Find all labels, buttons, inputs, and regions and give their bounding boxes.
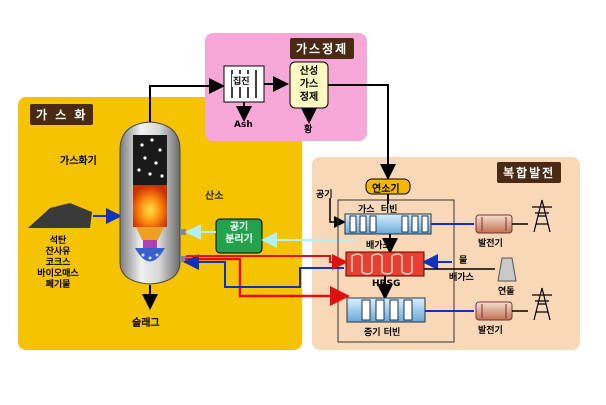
- ash-label: Ash: [234, 120, 253, 130]
- exhaust-gas-label: 배가스: [366, 241, 391, 251]
- gasifier-label: 가스화기: [60, 156, 97, 167]
- oxygen-label: 산소: [205, 191, 224, 202]
- hrsg-icon: [345, 251, 425, 277]
- gasification-title: 가 스 화: [30, 104, 94, 125]
- feedstock-biomass: 바이오매스: [37, 269, 79, 279]
- air-input-label: 공기: [316, 190, 333, 200]
- air-separation-line2: 분리기: [225, 234, 253, 245]
- air-separation-line1: 공기: [229, 222, 249, 233]
- stack-label: 연돌: [498, 287, 515, 297]
- gas-turbine-label: 가스 터빈: [358, 205, 398, 215]
- hrsg-label: HRSG: [372, 279, 401, 289]
- gas-turbine-icon: [344, 213, 432, 235]
- feedstock-waste: 폐기물: [45, 280, 71, 290]
- generator-icon: [475, 214, 513, 234]
- air-separation-unit: 공기 분리기: [216, 222, 262, 246]
- stack-icon: [497, 257, 517, 282]
- exhaust-out-label: 배가스: [449, 273, 474, 283]
- water-label: 물: [459, 256, 468, 266]
- gasifier-vessel-icon: [119, 121, 181, 285]
- combined-cycle-title: 복합발전: [497, 162, 562, 183]
- power-tower-icon: [532, 287, 552, 321]
- feedstock-coal: 석탄: [49, 236, 67, 246]
- acid-gas-line3: 정제: [299, 92, 319, 103]
- sulfur-label: 황: [304, 125, 313, 135]
- coal-pile-icon: [28, 203, 92, 228]
- acid-gas-removal: 산성 가스 정제: [290, 65, 328, 104]
- steam-turbine-label: 증기 터빈: [364, 328, 401, 338]
- combustor-label: 연소기: [372, 184, 400, 195]
- slag-label: 슬래그: [132, 318, 160, 329]
- generator-2-label: 발전기: [478, 326, 503, 336]
- generator-icon: [475, 301, 513, 321]
- feedstock-list: 석탄 잔사유 코크스 바이오매스 폐기물: [22, 236, 94, 291]
- acid-gas-line1: 산성: [299, 66, 319, 77]
- steam-turbine-icon: [346, 297, 426, 323]
- power-tower-icon: [532, 199, 552, 233]
- generator-1-label: 발전기: [478, 239, 503, 249]
- gas-cleanup-title: 가스정제: [290, 38, 355, 59]
- feedstock-coke: 코크스: [45, 258, 71, 268]
- feedstock-residue: 잔사유: [45, 247, 71, 257]
- dust-collector-label: 집진: [232, 74, 251, 87]
- acid-gas-line2: 가스: [299, 79, 319, 90]
